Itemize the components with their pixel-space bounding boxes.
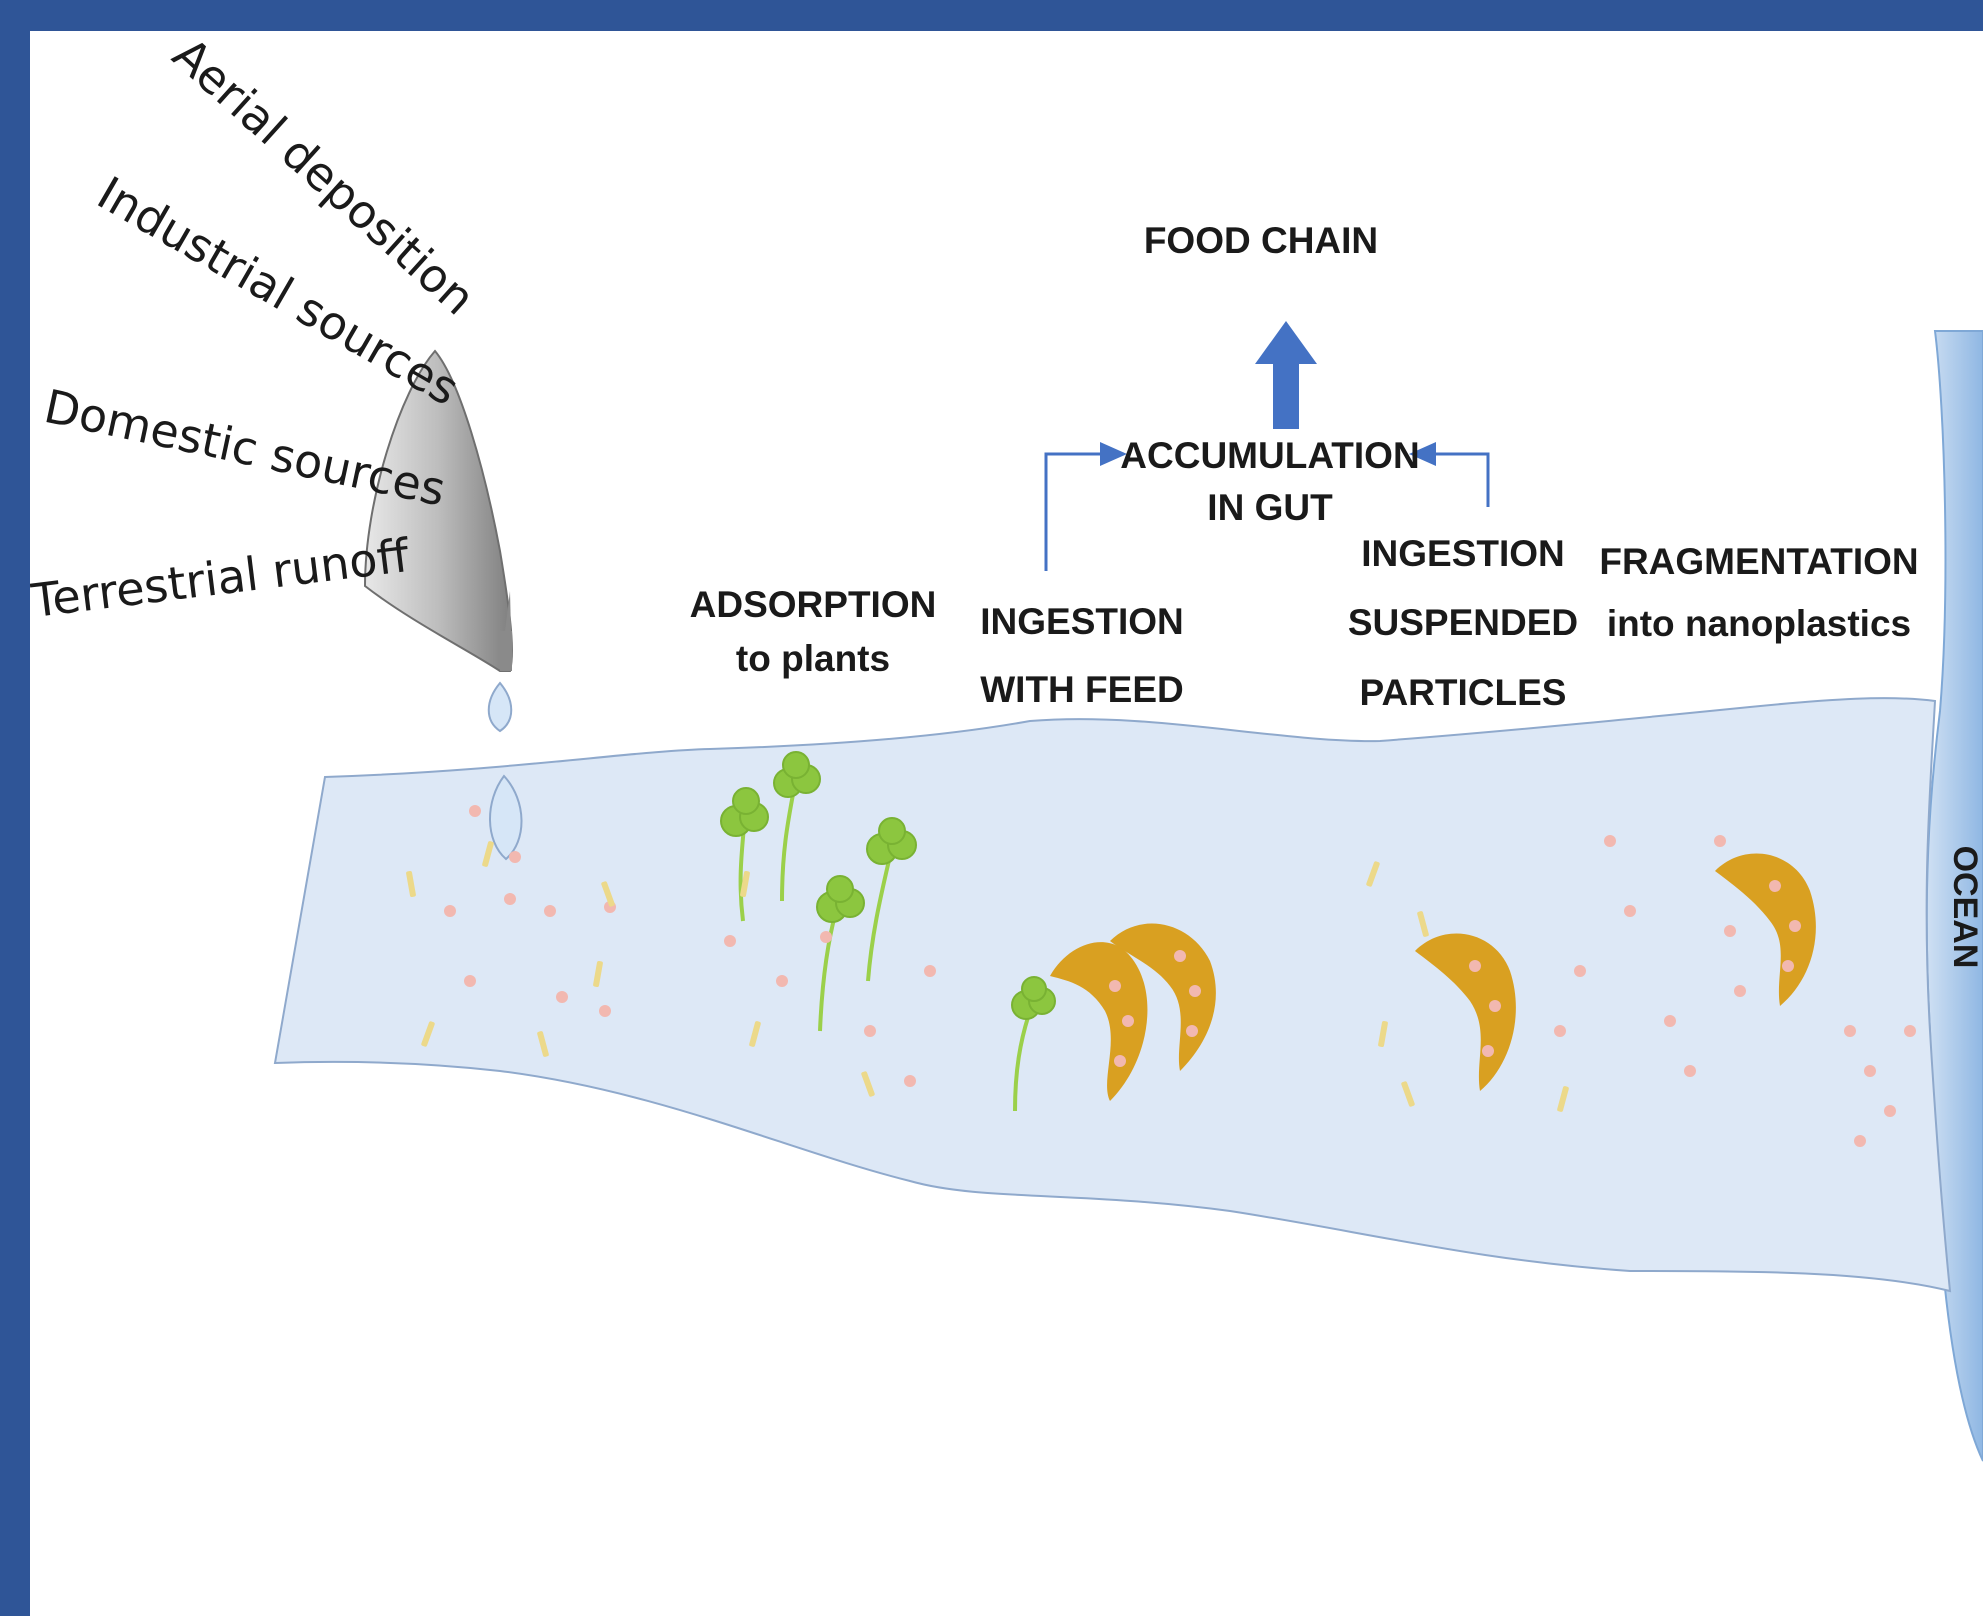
microplastic-particle-icon	[1854, 1135, 1866, 1147]
microplastic-particle-icon	[464, 975, 476, 987]
microplastic-particle-icon	[556, 991, 568, 1003]
microplastic-particle-icon	[444, 905, 456, 917]
source-industrial: Industrial sources	[89, 166, 469, 416]
microplastic-particle-icon	[1554, 1025, 1566, 1037]
microplastic-particle-icon	[904, 1075, 916, 1087]
microplastic-particle-icon	[1574, 965, 1586, 977]
microplastic-particle-icon	[1884, 1105, 1896, 1117]
microplastic-particle-icon	[504, 893, 516, 905]
food-chain-arrow	[1255, 321, 1317, 429]
microplastic-particle-icon	[1724, 925, 1736, 937]
microplastic-particle-icon	[820, 931, 832, 943]
microplastic-particle-icon	[544, 905, 556, 917]
adsorption-label-line1: ADSORPTION	[690, 584, 937, 625]
microplastic-particle-icon	[1864, 1065, 1876, 1077]
ingestion-feed-label-line2: WITH FEED	[980, 669, 1183, 710]
arrow-suspended-to-gut	[1412, 454, 1488, 507]
microplastic-particle-icon	[509, 851, 521, 863]
microplastic-particle-icon	[924, 965, 936, 977]
food-chain-label: FOOD CHAIN	[1144, 220, 1378, 261]
microplastic-particle-icon	[1714, 835, 1726, 847]
microplastic-particle-icon	[776, 975, 788, 987]
microplastic-particle-icon	[1604, 835, 1616, 847]
microplastic-particle-icon	[1684, 1065, 1696, 1077]
ocean-label: OCEAN	[1946, 846, 1983, 969]
microplastic-particle-icon	[864, 1025, 876, 1037]
microplastic-particle-icon	[599, 1005, 611, 1017]
accumulation-label-line1: ACCUMULATION	[1120, 435, 1419, 476]
microplastic-particle-icon	[724, 935, 736, 947]
ingestion-feed-label-line1: INGESTION	[980, 601, 1184, 642]
microplastic-pathway-diagram: Aerial deposition Industrial sources Dom…	[30, 31, 1983, 1616]
microplastic-particle-icon	[1904, 1025, 1916, 1037]
microplastic-particle-icon	[1664, 1015, 1676, 1027]
microplastic-particle-icon	[1624, 905, 1636, 917]
ingestion-suspended-label-line3: PARTICLES	[1360, 672, 1567, 713]
ingestion-suspended-label-line2: SUSPENDED	[1348, 602, 1578, 643]
source-terrestrial-runoff: Terrestrial runoff	[30, 528, 413, 628]
fragmentation-label-line2: into nanoplastics	[1607, 603, 1911, 644]
fragmentation-label-line1: FRAGMENTATION	[1599, 541, 1918, 582]
microplastic-particle-icon	[469, 805, 481, 817]
microplastic-particle-icon	[1844, 1025, 1856, 1037]
arrow-feed-to-gut	[1046, 454, 1124, 571]
microplastic-particle-icon	[1734, 985, 1746, 997]
adsorption-label-line2: to plants	[736, 638, 890, 679]
accumulation-label-line2: IN GUT	[1207, 487, 1333, 528]
ingestion-suspended-label-line1: INGESTION	[1361, 533, 1565, 574]
diagram-canvas: Aerial deposition Industrial sources Dom…	[30, 31, 1983, 1616]
